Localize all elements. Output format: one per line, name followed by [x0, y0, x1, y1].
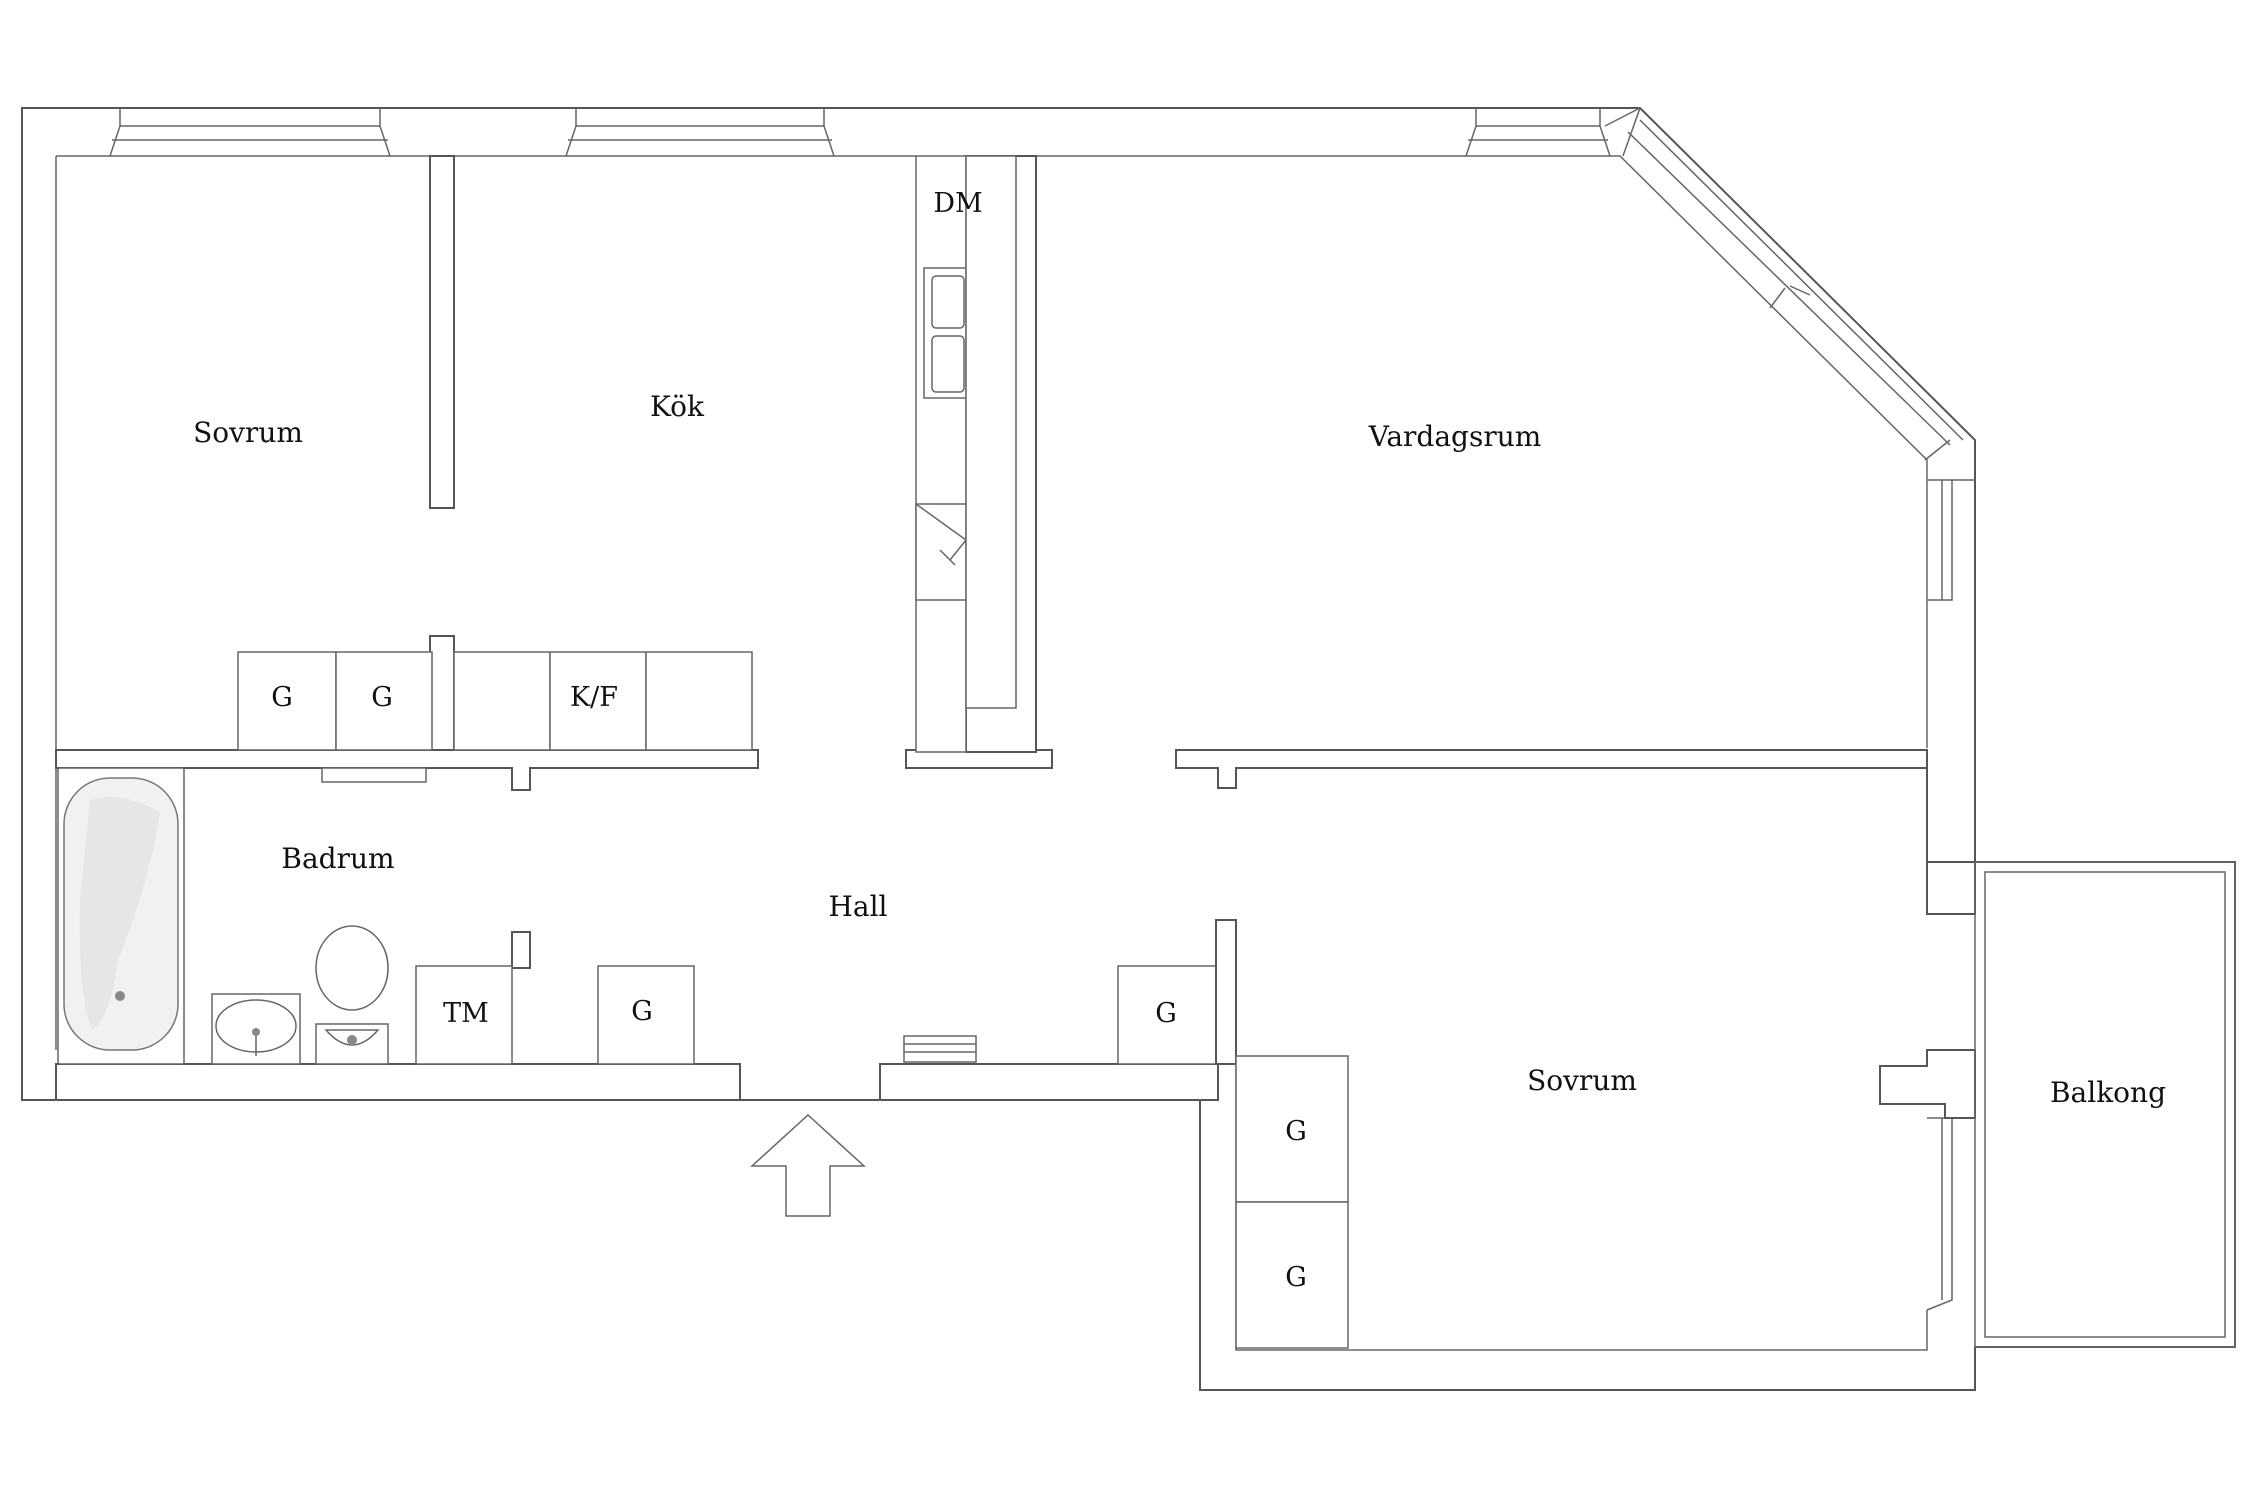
label-fridge-freezer: K/F — [570, 682, 618, 713]
window-right-2 — [1926, 1117, 1953, 1311]
hall-wardrobe-right — [1117, 965, 1217, 1065]
wall-badrum — [511, 931, 531, 969]
wall-lower-left — [55, 1063, 741, 1101]
room-label-kok: Kök — [650, 390, 705, 423]
kitchen-cab-1 — [453, 651, 551, 751]
label-hall-wardrobe-left: G — [631, 996, 653, 1027]
wall-sovrum-kok — [429, 155, 455, 509]
fridge-freezer — [549, 651, 647, 751]
bathtub — [57, 767, 185, 1065]
wall-hall-right — [1215, 919, 1237, 1065]
room-label-balkong: Balkong — [2050, 1076, 2166, 1109]
inner-wall-line — [55, 155, 1928, 1050]
se-wardrobe-1 — [1235, 1055, 1349, 1203]
balcony — [1974, 861, 2236, 1348]
entrance-arrow-icon — [750, 1113, 866, 1217]
window-right-1 — [1927, 479, 1975, 601]
wall-upper-hall — [55, 749, 759, 791]
label-washing-machine: TM — [443, 998, 489, 1029]
kitchen-cab-2 — [645, 651, 753, 751]
radiator-bedroom — [321, 767, 427, 783]
kitchen-counter-lower — [965, 155, 1017, 709]
kitchen-counter-strip — [915, 155, 967, 753]
window-top-2 — [565, 108, 835, 157]
toilet — [315, 925, 389, 1065]
wall-lower-mid — [879, 1063, 1219, 1101]
se-wardrobe-2 — [1235, 1201, 1349, 1349]
wall-sovrum-kok-lower — [429, 635, 455, 751]
room-label-badrum: Badrum — [281, 842, 394, 875]
kitchen-stove — [915, 503, 968, 601]
label-wardrobe-2: G — [371, 682, 393, 713]
bathroom-sink — [211, 993, 301, 1065]
wall-vardagsrum-hall — [1175, 749, 1928, 789]
label-dm: DM — [933, 188, 982, 219]
window-bay-diagonal — [1604, 107, 1964, 461]
room-label-sovrum-nw: Sovrum — [193, 416, 303, 449]
room-label-vardagsrum: Vardagsrum — [1368, 420, 1542, 453]
label-wardrobe-1: G — [271, 682, 293, 713]
room-label-hall: Hall — [828, 890, 887, 923]
kitchen-sink — [923, 267, 967, 399]
wardrobe-2 — [335, 651, 433, 751]
label-se-wardrobe-1: G — [1285, 1116, 1307, 1147]
label-hall-wardrobe-right: G — [1155, 998, 1177, 1029]
label-se-wardrobe-2: G — [1285, 1262, 1307, 1293]
window-top-3 — [1465, 108, 1611, 157]
hall-wardrobe-left — [597, 965, 695, 1065]
room-label-sovrum-se: Sovrum — [1527, 1064, 1637, 1097]
window-top-1 — [109, 108, 391, 157]
wardrobe-1 — [237, 651, 337, 751]
washing-machine — [415, 965, 513, 1065]
radiator-hall — [903, 1035, 977, 1063]
